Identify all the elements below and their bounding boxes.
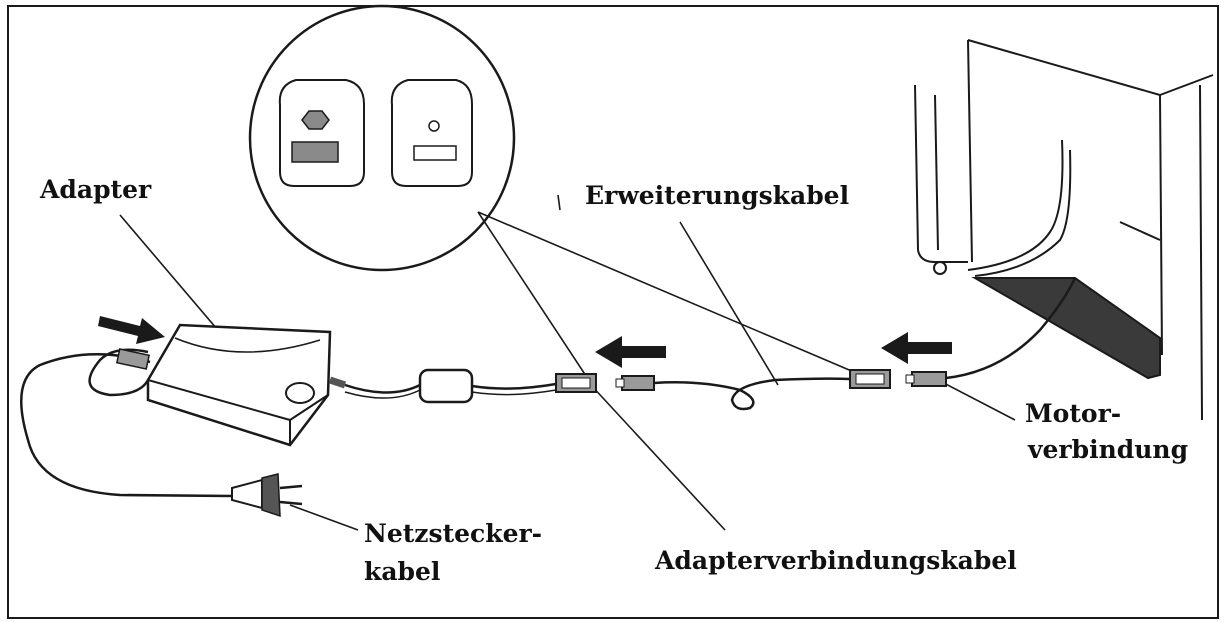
arrow-icon	[98, 316, 952, 368]
motor-connection-arrow-icon	[881, 332, 952, 364]
label-mains-cable-line1: Netzstecker-	[364, 519, 543, 548]
adapter-output-cable	[328, 368, 557, 404]
socket-right-hole	[428, 120, 440, 132]
mains-cable-inner	[25, 358, 233, 493]
extension-cable-plug-left	[621, 375, 655, 391]
motor-cable-plug	[911, 371, 947, 387]
euro-plug-icon	[231, 473, 303, 518]
label-adapter: Adapter	[40, 175, 152, 204]
ferrite-core	[418, 368, 474, 404]
label-adapter-connection-cable: Adapterverbindungskabel	[655, 546, 1017, 575]
motor-floor-plate	[971, 277, 1161, 380]
adapter-cable-arrow-icon	[595, 336, 666, 368]
label-motor-connection-line2: verbindung	[1028, 435, 1189, 464]
socket-left-slot	[291, 141, 339, 163]
adapter-input-arrow-icon	[98, 316, 165, 344]
adapter-input-jack	[115, 348, 151, 370]
adapter-socket-hole	[285, 382, 315, 404]
label-extension-cable: Erweiterungskabel	[585, 181, 850, 210]
socket-left-hex	[301, 110, 330, 130]
mains-cable	[20, 352, 233, 498]
socket-right-slot	[413, 145, 457, 161]
socket-left	[278, 79, 365, 187]
diagram-frame	[7, 5, 1219, 619]
extension-cable	[653, 377, 851, 411]
label-motor-connection-line1: Motor-	[1025, 399, 1122, 428]
motor-cable	[945, 277, 1077, 380]
label-mains-cable-line2: kabel	[364, 557, 441, 586]
socket-zoom-circle	[248, 4, 516, 272]
motor-unit	[914, 39, 1214, 421]
cable-connectors	[555, 369, 947, 393]
socket-right	[390, 79, 473, 187]
adapter-box	[115, 323, 332, 447]
